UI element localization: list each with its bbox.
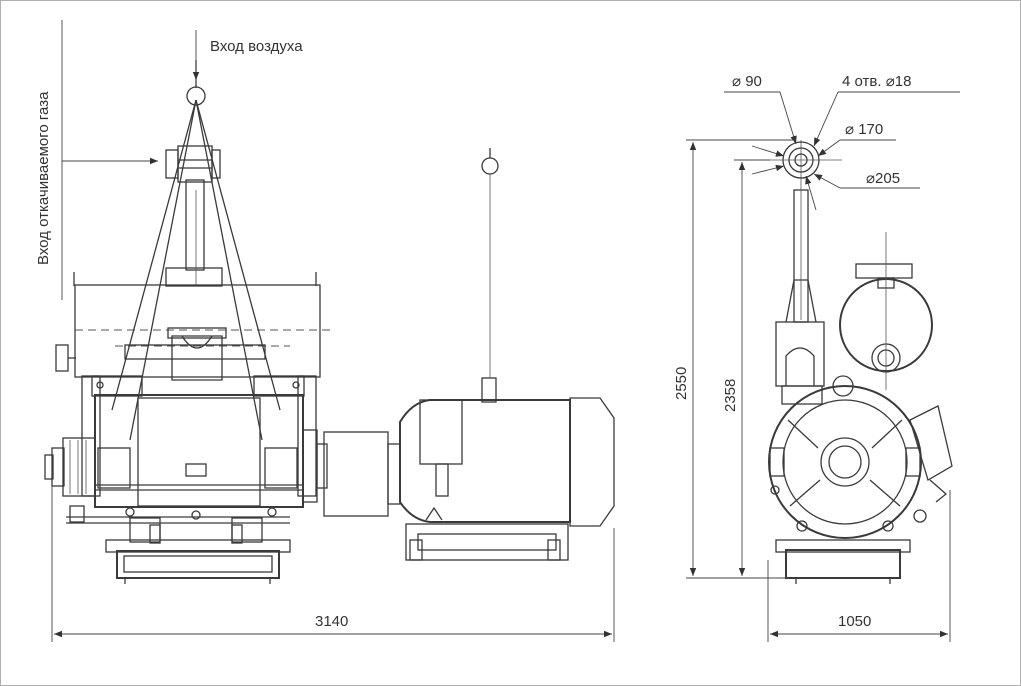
holes-label: 4 отв. ⌀18 xyxy=(842,73,911,90)
dia-205-label: ⌀205 xyxy=(866,170,900,187)
dim-height-flange: 2358 xyxy=(722,379,739,412)
air-inlet-label: Вход воздуха xyxy=(210,38,303,55)
height-dimensions xyxy=(686,139,795,579)
pump-front-view xyxy=(44,60,330,584)
dimension-3140: 3140 xyxy=(51,486,615,642)
dim-total-length: 3140 xyxy=(315,613,348,630)
motor-front-view xyxy=(323,148,615,561)
flange-dimension-leaders xyxy=(724,91,960,211)
dia-170-label: ⌀ 170 xyxy=(845,121,883,138)
dimension-1050: 1050 xyxy=(767,490,951,642)
dim-height-total: 2550 xyxy=(673,367,690,400)
pump-side-view xyxy=(760,140,953,584)
gas-inlet-label: Вход откачиваемого газа xyxy=(35,91,52,265)
dia-90-label: ⌀ 90 xyxy=(732,73,762,90)
dim-width: 1050 xyxy=(838,613,871,630)
